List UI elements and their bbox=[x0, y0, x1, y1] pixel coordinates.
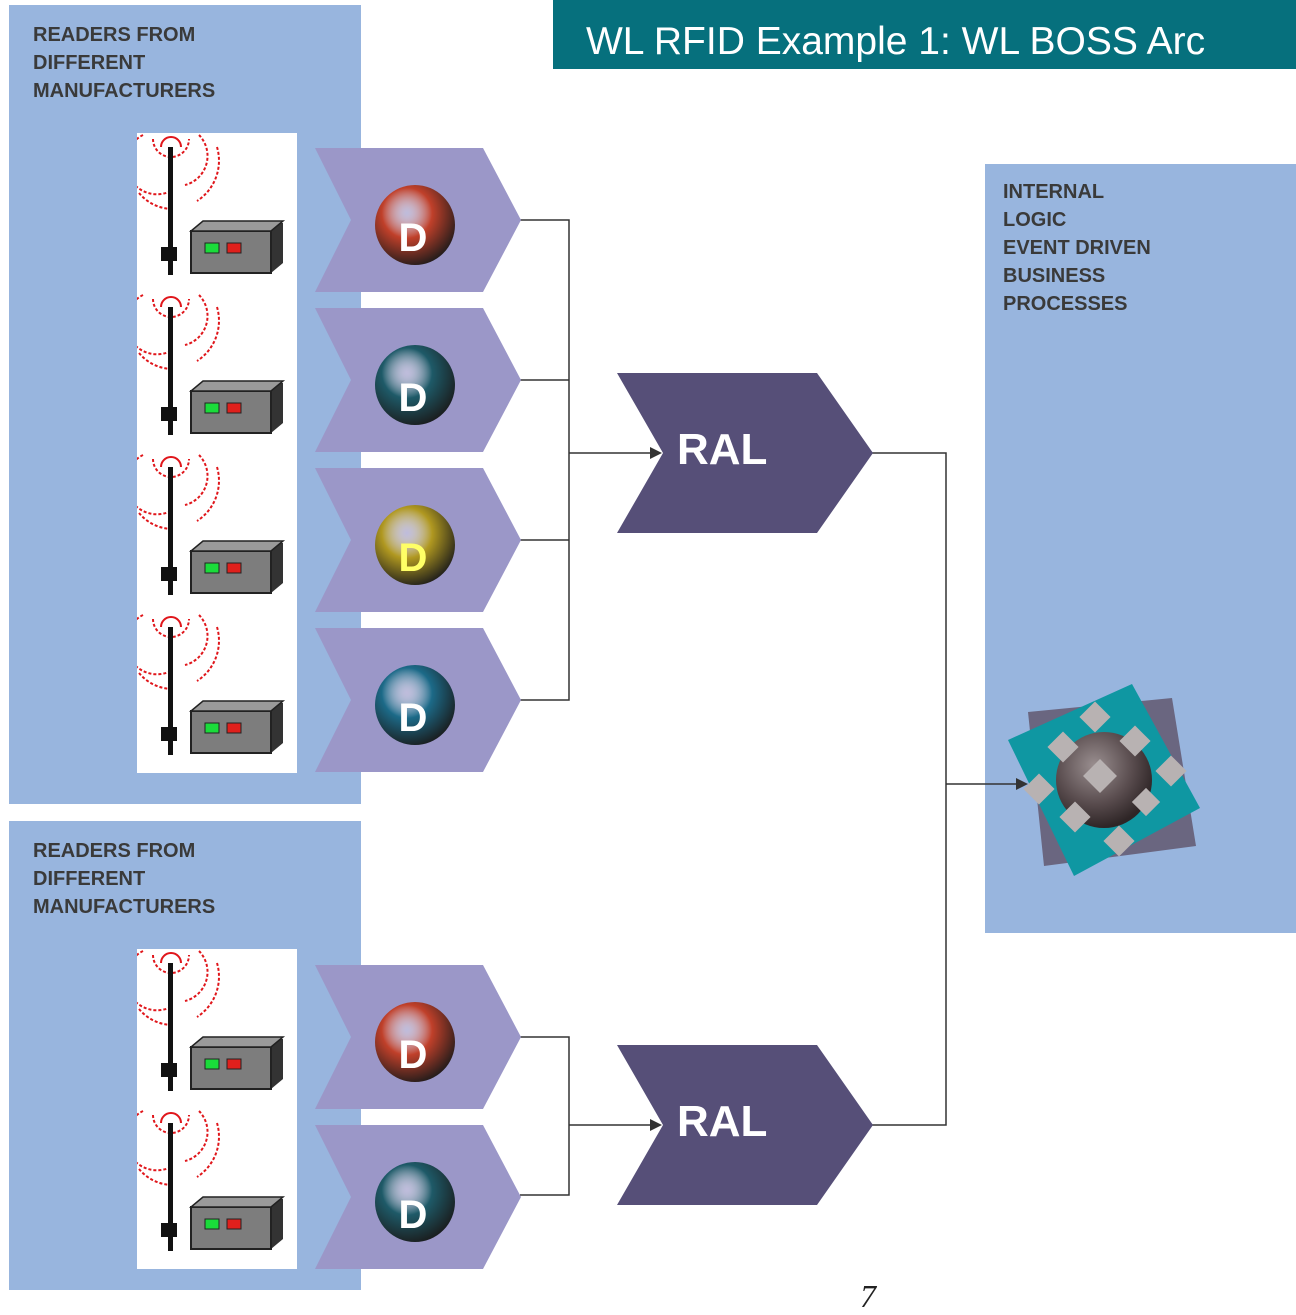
driver-chevron-5: D bbox=[315, 965, 521, 1109]
rfid-reader-icon bbox=[124, 133, 297, 293]
ral-bottom-label: RAL bbox=[677, 1097, 768, 1146]
ral-bottom-shape bbox=[617, 1045, 873, 1205]
driver-letter: D bbox=[398, 1033, 428, 1077]
diagram-title: WL RFID Example 1: WL BOSS Arc bbox=[586, 20, 1206, 63]
process-hub-icon bbox=[1008, 684, 1200, 876]
driver-letter: D bbox=[398, 216, 428, 260]
driver-chevron-4: D bbox=[315, 628, 521, 772]
readers-panel-bottom-label: READERS FROM DIFFERENT MANUFACTURERS bbox=[33, 840, 216, 918]
rfid-reader-icon bbox=[124, 453, 297, 613]
page-number: 7 bbox=[860, 1278, 876, 1314]
connector-driver-5 bbox=[520, 1036, 570, 1125]
driver-chevron-2: D bbox=[315, 308, 521, 452]
ral-top: RAL bbox=[617, 373, 873, 533]
rfid-reader-icon bbox=[124, 1109, 297, 1269]
driver-chevron-3: D bbox=[315, 468, 521, 612]
connector-ral-top-out bbox=[872, 452, 947, 784]
driver-chevron-6: D bbox=[315, 1125, 521, 1269]
ral-bottom: RAL bbox=[617, 1045, 873, 1205]
business-process-label: INTERNAL LOGIC EVENT DRIVEN BUSINESS PRO… bbox=[1003, 181, 1151, 315]
connector-ral-bottom-out bbox=[872, 784, 947, 1126]
rfid-reader-icon bbox=[124, 613, 297, 773]
driver-letter: D bbox=[398, 696, 428, 740]
rfid-reader-icon bbox=[124, 949, 297, 1109]
driver-letter: D bbox=[398, 1193, 428, 1237]
connector-driver-6 bbox=[520, 1125, 570, 1196]
ral-top-label: RAL bbox=[677, 425, 768, 474]
driver-letter: D bbox=[398, 536, 428, 580]
driver-chevron-1: D bbox=[315, 148, 521, 292]
readers-panel-top-label: READERS FROM DIFFERENT MANUFACTURERS bbox=[33, 24, 216, 102]
ral-top-shape bbox=[617, 373, 873, 533]
readers-panel-top: READERS FROM DIFFERENT MANUFACTURERS bbox=[9, 5, 361, 804]
connector-driver-4 bbox=[520, 453, 570, 701]
rfid-reader-icon bbox=[124, 293, 297, 453]
driver-letter: D bbox=[398, 376, 428, 420]
title-bar: WL RFID Example 1: WL BOSS Arc bbox=[553, 0, 1296, 69]
connector-driver-1 bbox=[520, 219, 570, 453]
